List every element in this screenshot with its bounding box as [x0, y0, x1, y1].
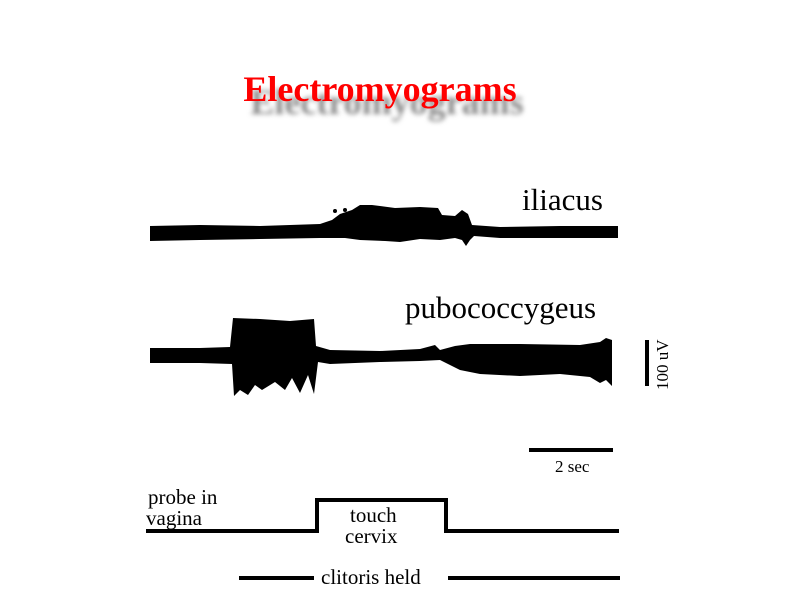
probe-label-line2: vagina: [146, 506, 202, 530]
touch-label-line1: touch: [350, 503, 397, 527]
pubococcygeus-label: pubococcygeus: [405, 290, 597, 325]
iliacus-emg-trace: [150, 205, 618, 246]
touch-label-line2: cervix: [345, 524, 398, 548]
figure-title: Electromyograms: [243, 69, 517, 109]
iliacus-label: iliacus: [522, 182, 603, 217]
clitoris-held-label: clitoris held: [321, 565, 421, 589]
iliacus-artifact-dot: [343, 208, 347, 212]
pubococcygeus-emg-trace: [150, 318, 612, 396]
voltage-scale-label: 100 uV: [653, 339, 672, 390]
iliacus-artifact-dot: [333, 209, 337, 213]
probe-label-line1: probe in: [148, 485, 218, 509]
time-scale-label: 2 sec: [555, 457, 590, 476]
stimulus-marker-line: [146, 498, 619, 533]
